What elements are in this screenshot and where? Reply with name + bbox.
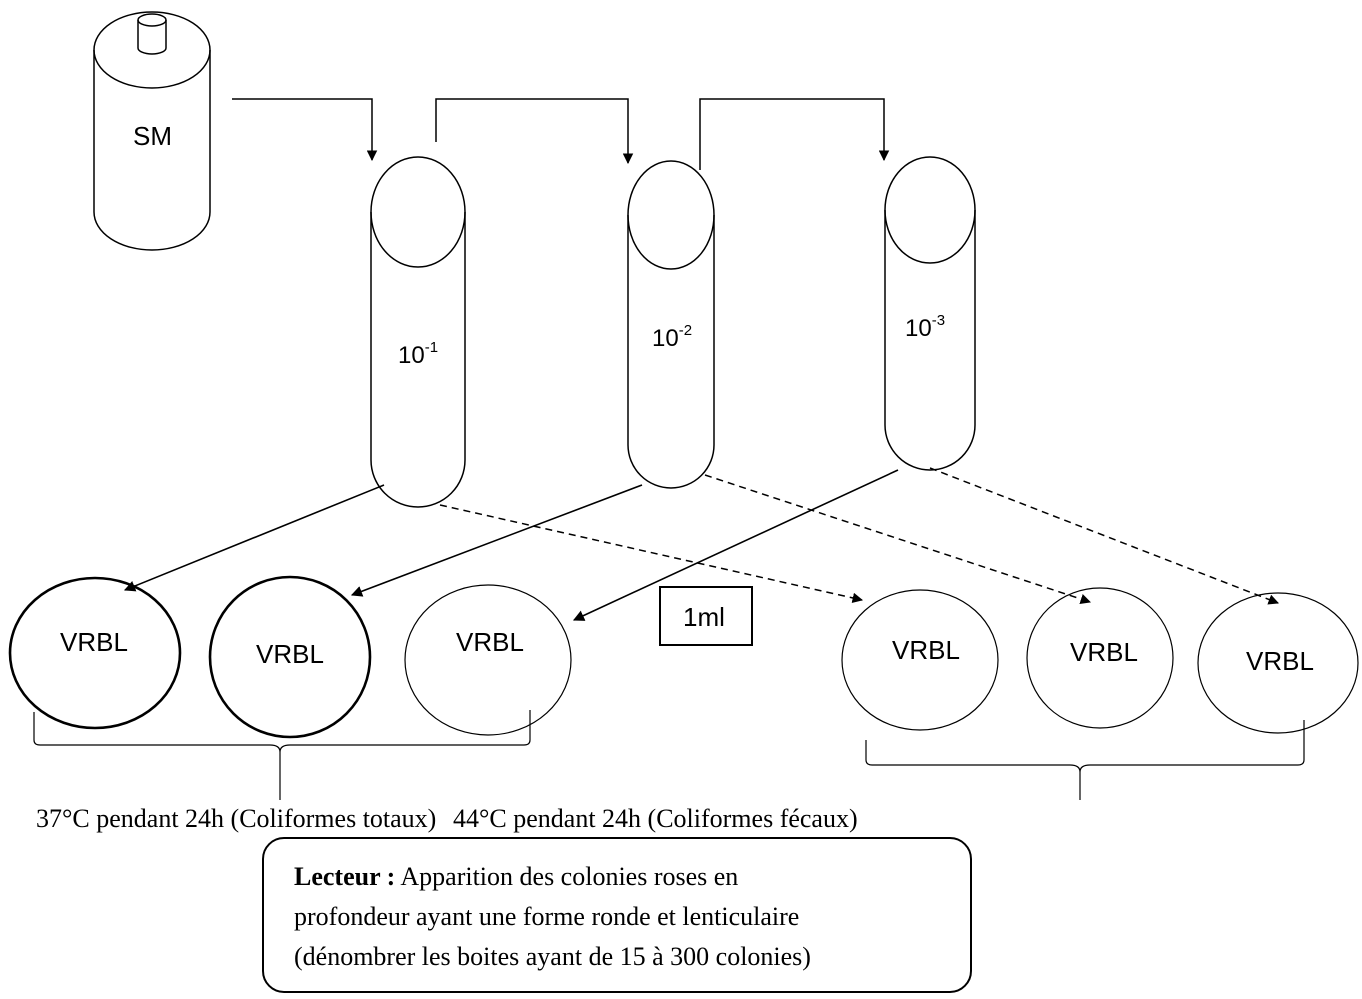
tube-2-label: 10-2 (652, 322, 692, 352)
arrow-tube3-to-plate3 (572, 469, 899, 621)
plate-6 (1197, 592, 1359, 734)
transfer-arrow-1-to-2 (435, 98, 634, 165)
transfer-arrow-2-to-3 (699, 98, 890, 170)
tube-2 (627, 160, 715, 489)
incubation-total-coliforms: 37°C pendant 24h (Coliformes totaux) (36, 804, 436, 833)
note-line-2: profondeur ayant une forme ronde et lent… (294, 902, 800, 931)
volume-label: 1ml (683, 602, 725, 632)
arrow-tube3-to-plate6 (929, 467, 1279, 605)
reading-note: Lecteur : Apparition des colonies roses … (262, 837, 972, 993)
plate-5 (1026, 587, 1174, 729)
plate-3 (404, 584, 572, 736)
plate-1 (8, 576, 182, 730)
incubation-fecal-coliforms: 44°C pendant 24h (Coliformes fécaux) (453, 804, 858, 833)
note-title: Lecteur : (294, 862, 396, 891)
note-line-1: Lecteur : Apparition des colonies roses … (294, 857, 950, 897)
arrow-tube1-to-plate4 (439, 504, 864, 604)
tube-3-label: 10-3 (905, 312, 945, 342)
plate-2 (208, 575, 372, 739)
brace-fecal-coliforms (865, 720, 1305, 800)
arrow-tube1-to-plate1 (123, 484, 385, 592)
plate-5-label: VRBL (1070, 637, 1138, 667)
brace-total-coliforms (33, 710, 531, 800)
transfer-arrow-sm-to-1 (232, 98, 378, 162)
plate-4-label: VRBL (892, 635, 960, 665)
plate-1-label: VRBL (60, 627, 128, 657)
note-text-1: Apparition des colonies roses en (395, 862, 739, 891)
arrow-tube2-to-plate5 (704, 474, 1091, 605)
plate-4 (841, 589, 999, 731)
stock-label: SM (133, 121, 172, 151)
plate-3-label: VRBL (456, 627, 524, 657)
tube-1 (370, 156, 466, 508)
tube-1-label: 10-1 (398, 339, 438, 369)
plate-2-label: VRBL (256, 639, 324, 669)
arrow-tube2-to-plate2 (350, 484, 643, 597)
note-line-3: (dénombrer les boites ayant de 15 à 300 … (294, 942, 811, 971)
volume-box (659, 586, 753, 646)
plate-6-label: VRBL (1246, 646, 1314, 676)
tube-3 (884, 156, 976, 471)
stock-bottle (93, 11, 211, 251)
